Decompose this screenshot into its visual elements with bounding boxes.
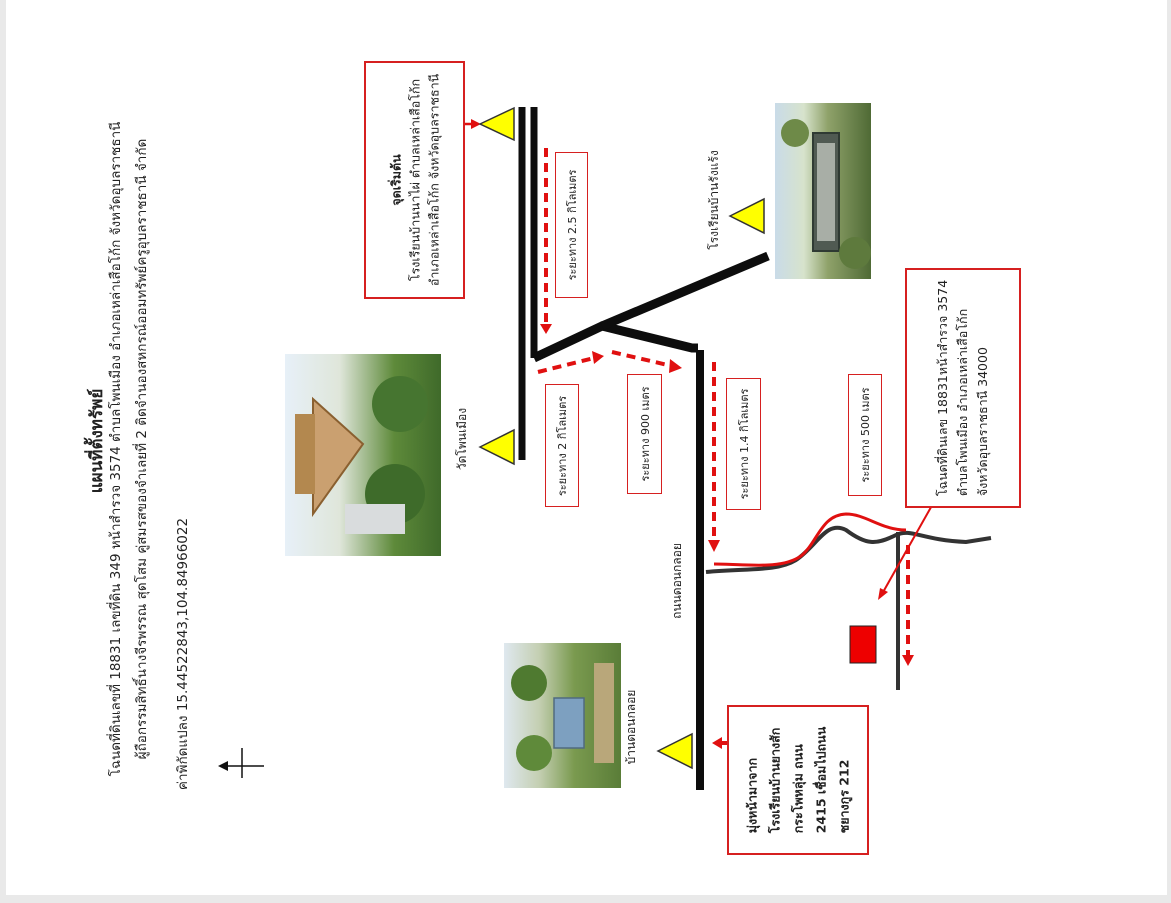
direction-line: กระโพหลุ่ม ถนน xyxy=(790,744,806,834)
property-info-box: โฉนดที่ดินเลข 18831หน้าสำรวจ 3574 ตำบลโพ… xyxy=(905,268,1021,508)
direction-line: ชยางกูร 212 xyxy=(836,759,852,834)
school-label: โรงเรียนบ้านรังแร้ง xyxy=(707,150,721,250)
property-info-line: จังหวัดอุบลราชธานี 34000 xyxy=(975,347,990,497)
property-parcel xyxy=(849,625,877,664)
north-arrow-icon xyxy=(218,748,264,778)
distance-label-1-4km: ระยะทาง 1.4 กิโลเมตร xyxy=(726,378,761,510)
distance-label-2km: ระยะทาง 2 กิโลเมตร xyxy=(545,384,579,507)
property-info-line: ตำบลโพนเมือง อำเภอเหล่าเสือโก้ก xyxy=(955,308,970,497)
temple-photo xyxy=(285,354,441,556)
property-info-line: โฉนดที่ดินเลข 18831หน้าสำรวจ 3574 xyxy=(935,279,950,497)
direction-line: 2415 เชื่อมไปถนน xyxy=(813,726,829,834)
school-photo xyxy=(775,103,871,279)
school-marker-icon xyxy=(728,197,765,235)
direction-box: มุ่งหน้ามาจาก โรงเรียนบ้านยางสัก กระโพหล… xyxy=(727,705,869,855)
road-label: ถนนดอนกลอย xyxy=(670,543,684,619)
start-point-box: จุดเริ่มต้น โรงเรียนบ้านนาไผ่ ตำบลเหล่าเ… xyxy=(364,61,465,299)
direction-line: โรงเรียนบ้านยางสัก xyxy=(767,727,783,834)
distance-label-900m: ระยะทาง 900 เมตร xyxy=(627,374,662,494)
village-label: บ้านดอนกลอย xyxy=(624,689,638,765)
start-point-line: โรงเรียนบ้านนาไผ่ ตำบลเหล่าเสือโก้ก xyxy=(407,78,422,282)
document-page: แผนที่ตั้งทรัพย์ โฉนดที่ดินเลขที่ 18831 … xyxy=(6,0,1167,895)
road-network xyxy=(518,107,992,790)
temple-label: วัดโพนเมือง xyxy=(455,407,469,471)
direction-line: มุ่งหน้ามาจาก xyxy=(744,757,760,834)
landmark-markers xyxy=(478,106,765,770)
start-point-line: อำเภอเหล่าเสือโก้ก จังหวัดอุบลราชธานี xyxy=(426,73,441,287)
village-photo xyxy=(504,643,621,788)
distance-label-500m: ระยะทาง 500 เมตร xyxy=(848,374,882,496)
temple-marker-icon xyxy=(478,428,515,466)
start-point-title: จุดเริ่มต้น xyxy=(388,154,403,206)
distance-label-2-5km: ระยะทาง 2.5 กิโลเมตร xyxy=(555,152,588,298)
village-marker-icon xyxy=(656,732,693,770)
start-marker-icon xyxy=(478,106,515,142)
